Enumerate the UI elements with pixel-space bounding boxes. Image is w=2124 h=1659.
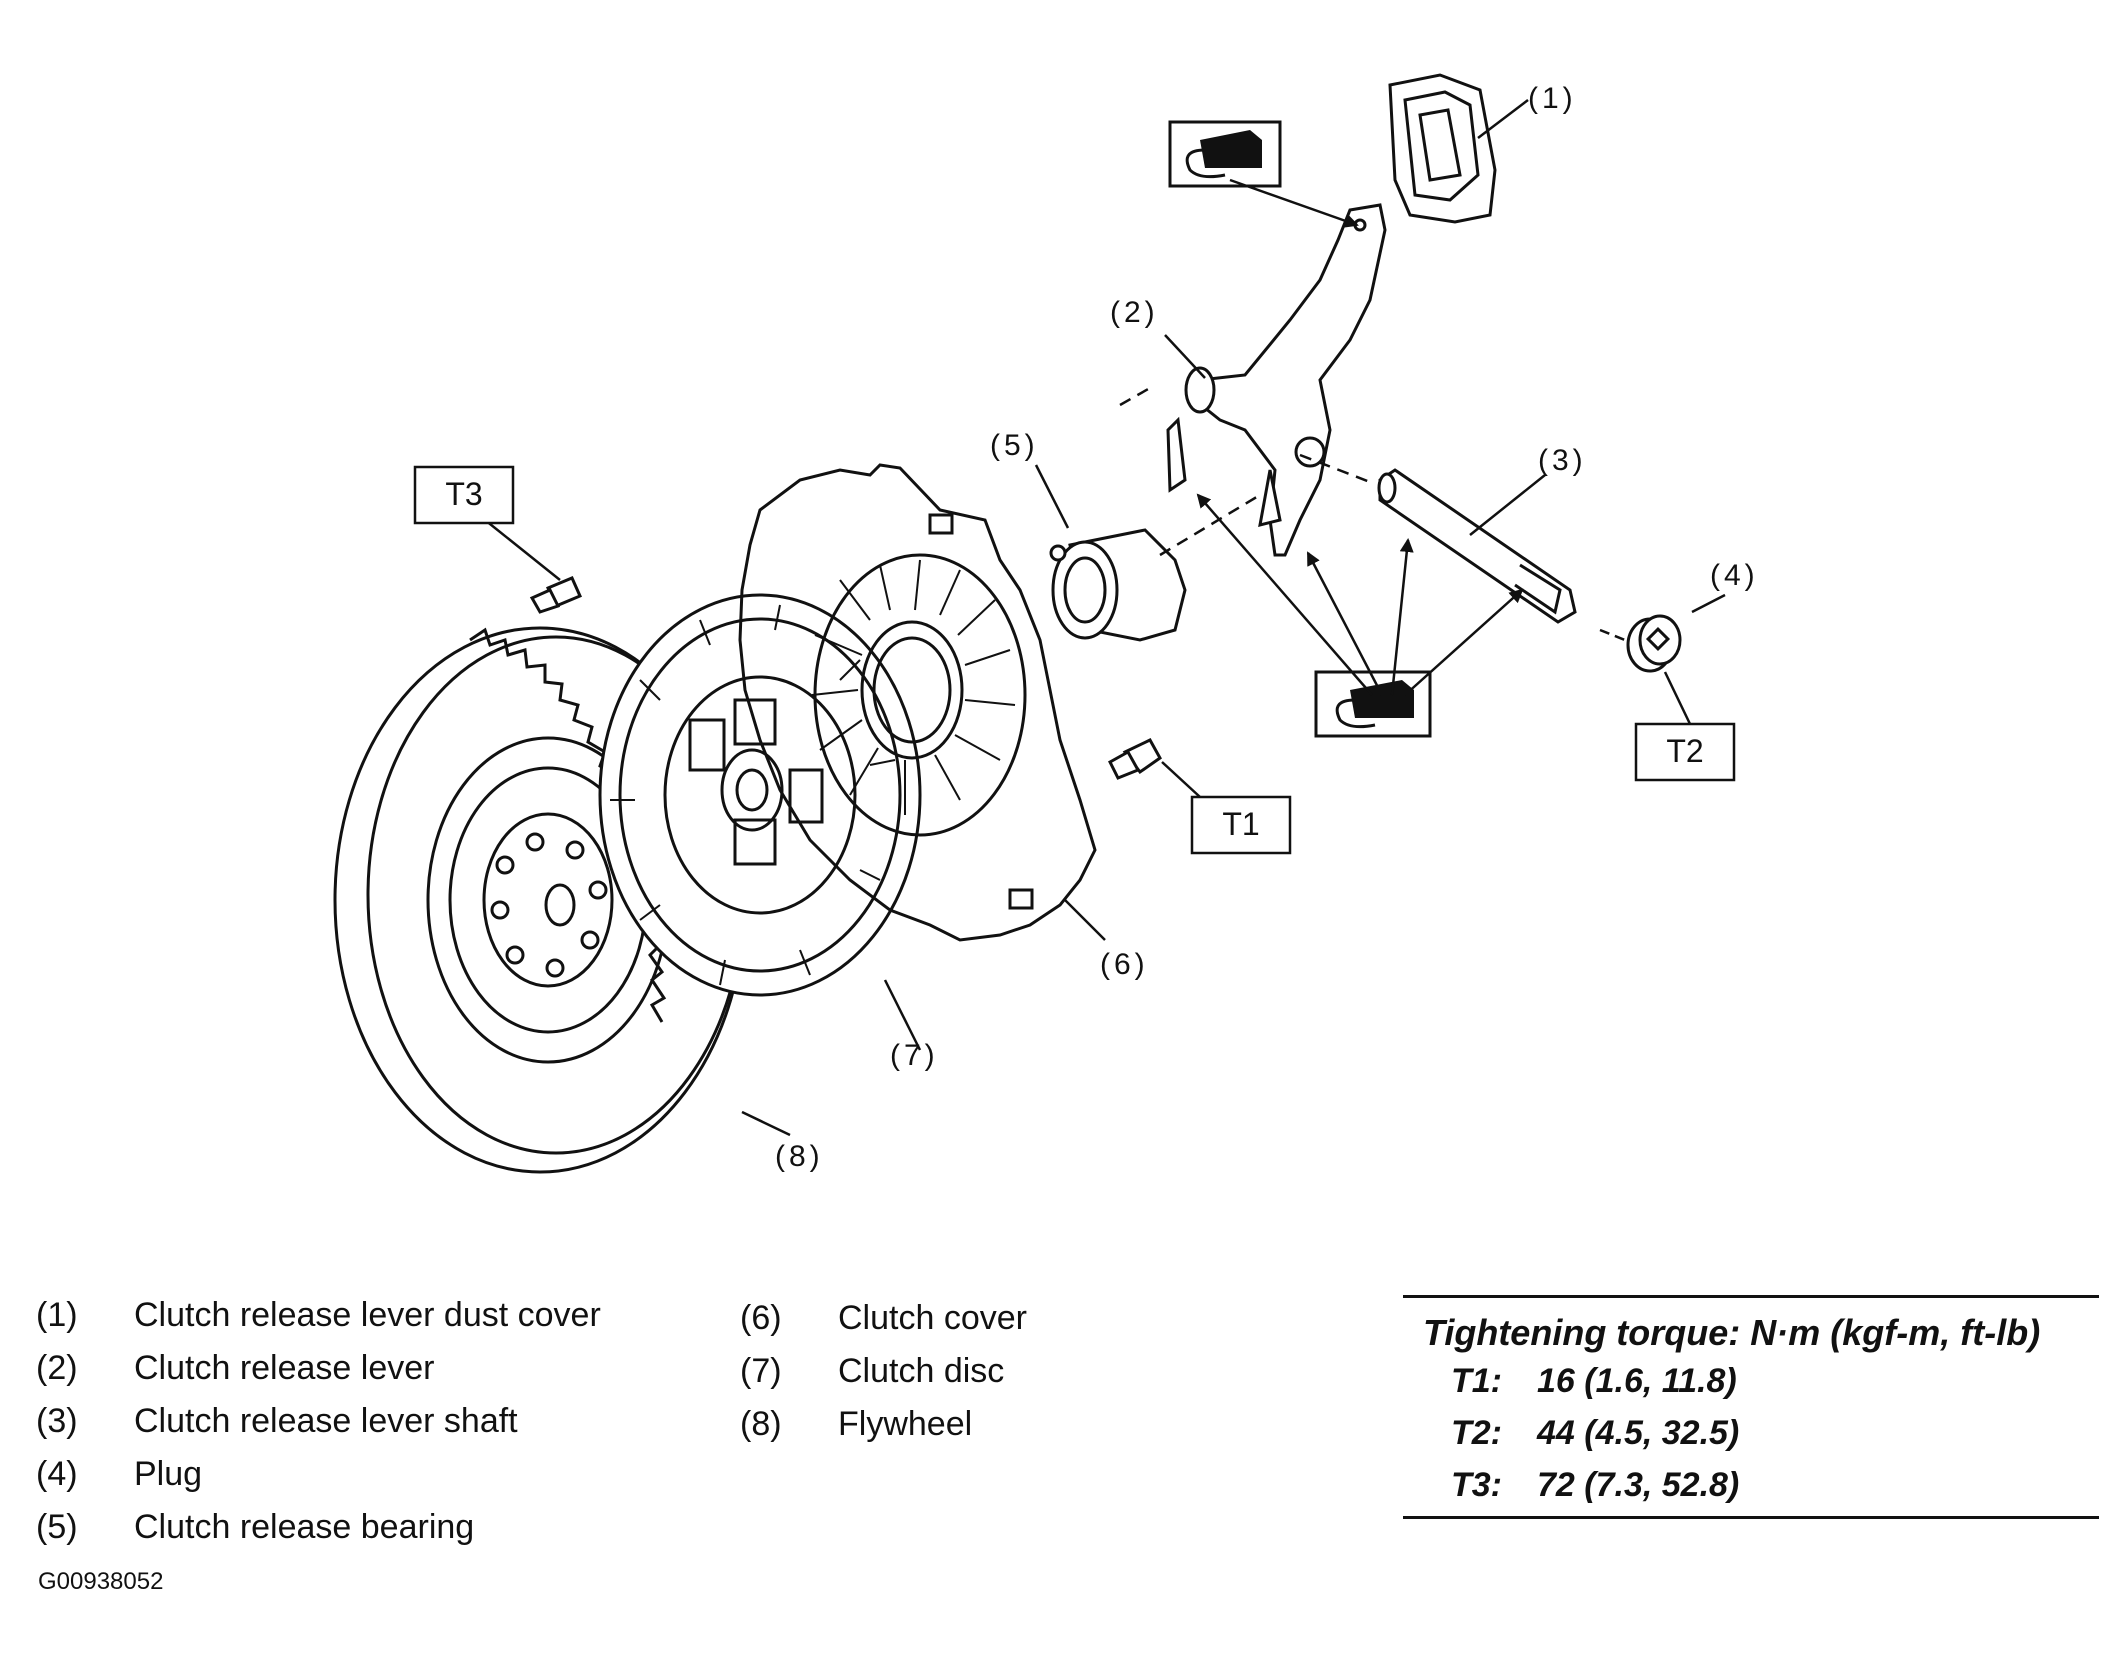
plug-drawing: [1626, 614, 1682, 673]
t1-box: [1190, 795, 1292, 855]
t2-label: T2: [1666, 733, 1703, 769]
legend-number: (7): [740, 1352, 782, 1390]
legend-number: (4): [36, 1455, 78, 1493]
torque-row: T2: 44 (4.5, 32.5): [1451, 1414, 1739, 1453]
release-bearing-drawing: [1049, 528, 1187, 642]
callout-1: (1): [1528, 82, 1577, 115]
legend-text: Flywheel: [838, 1405, 973, 1443]
torque-row: T3: 72 (7.3, 52.8): [1451, 1466, 1739, 1505]
figure-id: G00938052: [38, 1568, 164, 1595]
callout-5: (5): [990, 429, 1039, 462]
grease-gun-icon: [1314, 670, 1432, 738]
legend-number: (8): [740, 1405, 782, 1443]
callout-2: (2): [1110, 296, 1159, 329]
torque-title: Tightening torque: N·m (kgf-m, ft-lb): [1423, 1312, 2041, 1353]
t3-label: T3: [445, 476, 482, 512]
t1-label: T1: [1222, 806, 1259, 842]
callout-4: (4): [1710, 559, 1759, 592]
legend-number: (2): [36, 1349, 78, 1387]
callout-3: (3): [1538, 444, 1587, 477]
clutch-disc-drawing: [598, 593, 922, 997]
legend-number: (1): [36, 1296, 78, 1334]
grease-gun-icon: [1168, 120, 1282, 188]
legend-text: Clutch release lever shaft: [134, 1402, 518, 1440]
torque-row: T1: 16 (1.6, 11.8): [1451, 1362, 1737, 1401]
t3-box: [413, 465, 515, 525]
callout-7: (7): [890, 1039, 939, 1072]
legend-text: Plug: [134, 1455, 203, 1493]
legend-text: Clutch disc: [838, 1352, 1005, 1390]
legend-text: Clutch release lever dust cover: [134, 1296, 601, 1334]
legend-text: Clutch cover: [838, 1299, 1027, 1337]
release-lever-shaft-drawing: [1377, 468, 1577, 624]
torque-value: 72 (7.3, 52.8): [1537, 1466, 1740, 1504]
torque-key: T1:: [1451, 1362, 1502, 1400]
leader-lines: [484, 99, 1726, 1137]
callout-6: (6): [1100, 948, 1149, 981]
legend-text: Clutch release bearing: [134, 1508, 475, 1546]
torque-table: Tightening torque: N·m (kgf-m, ft-lb) T1…: [1403, 1295, 2099, 1519]
legend-number: (6): [740, 1299, 782, 1337]
release-lever-drawing: [1166, 203, 1387, 557]
torque-key: T3:: [1451, 1466, 1502, 1504]
torque-value: 16 (1.6, 11.8): [1537, 1362, 1737, 1400]
bolt-t3-drawing: [529, 576, 582, 614]
bolt-t1-drawing: [1108, 738, 1162, 780]
legend-number: (3): [36, 1402, 78, 1440]
dust-cover-drawing: [1388, 73, 1497, 224]
clutch-exploded-diagram: T3 T1 T2 (1) (2) (3) (4) (5) (6) (7) (8): [333, 73, 1759, 1174]
legend-right: (6) Clutch cover (7) Clutch disc (8) Fly…: [740, 1298, 1160, 1468]
t2-box: [1634, 722, 1736, 782]
callout-8: (8): [775, 1140, 824, 1173]
torque-value: 44 (4.5, 32.5): [1537, 1414, 1740, 1452]
legend-left: (1) Clutch release lever dust cover (2) …: [36, 1295, 716, 1565]
torque-key: T2:: [1451, 1414, 1502, 1452]
clutch-cover-drawing: [738, 463, 1097, 942]
legend-text: Clutch release lever: [134, 1349, 435, 1387]
legend-number: (5): [36, 1508, 78, 1546]
